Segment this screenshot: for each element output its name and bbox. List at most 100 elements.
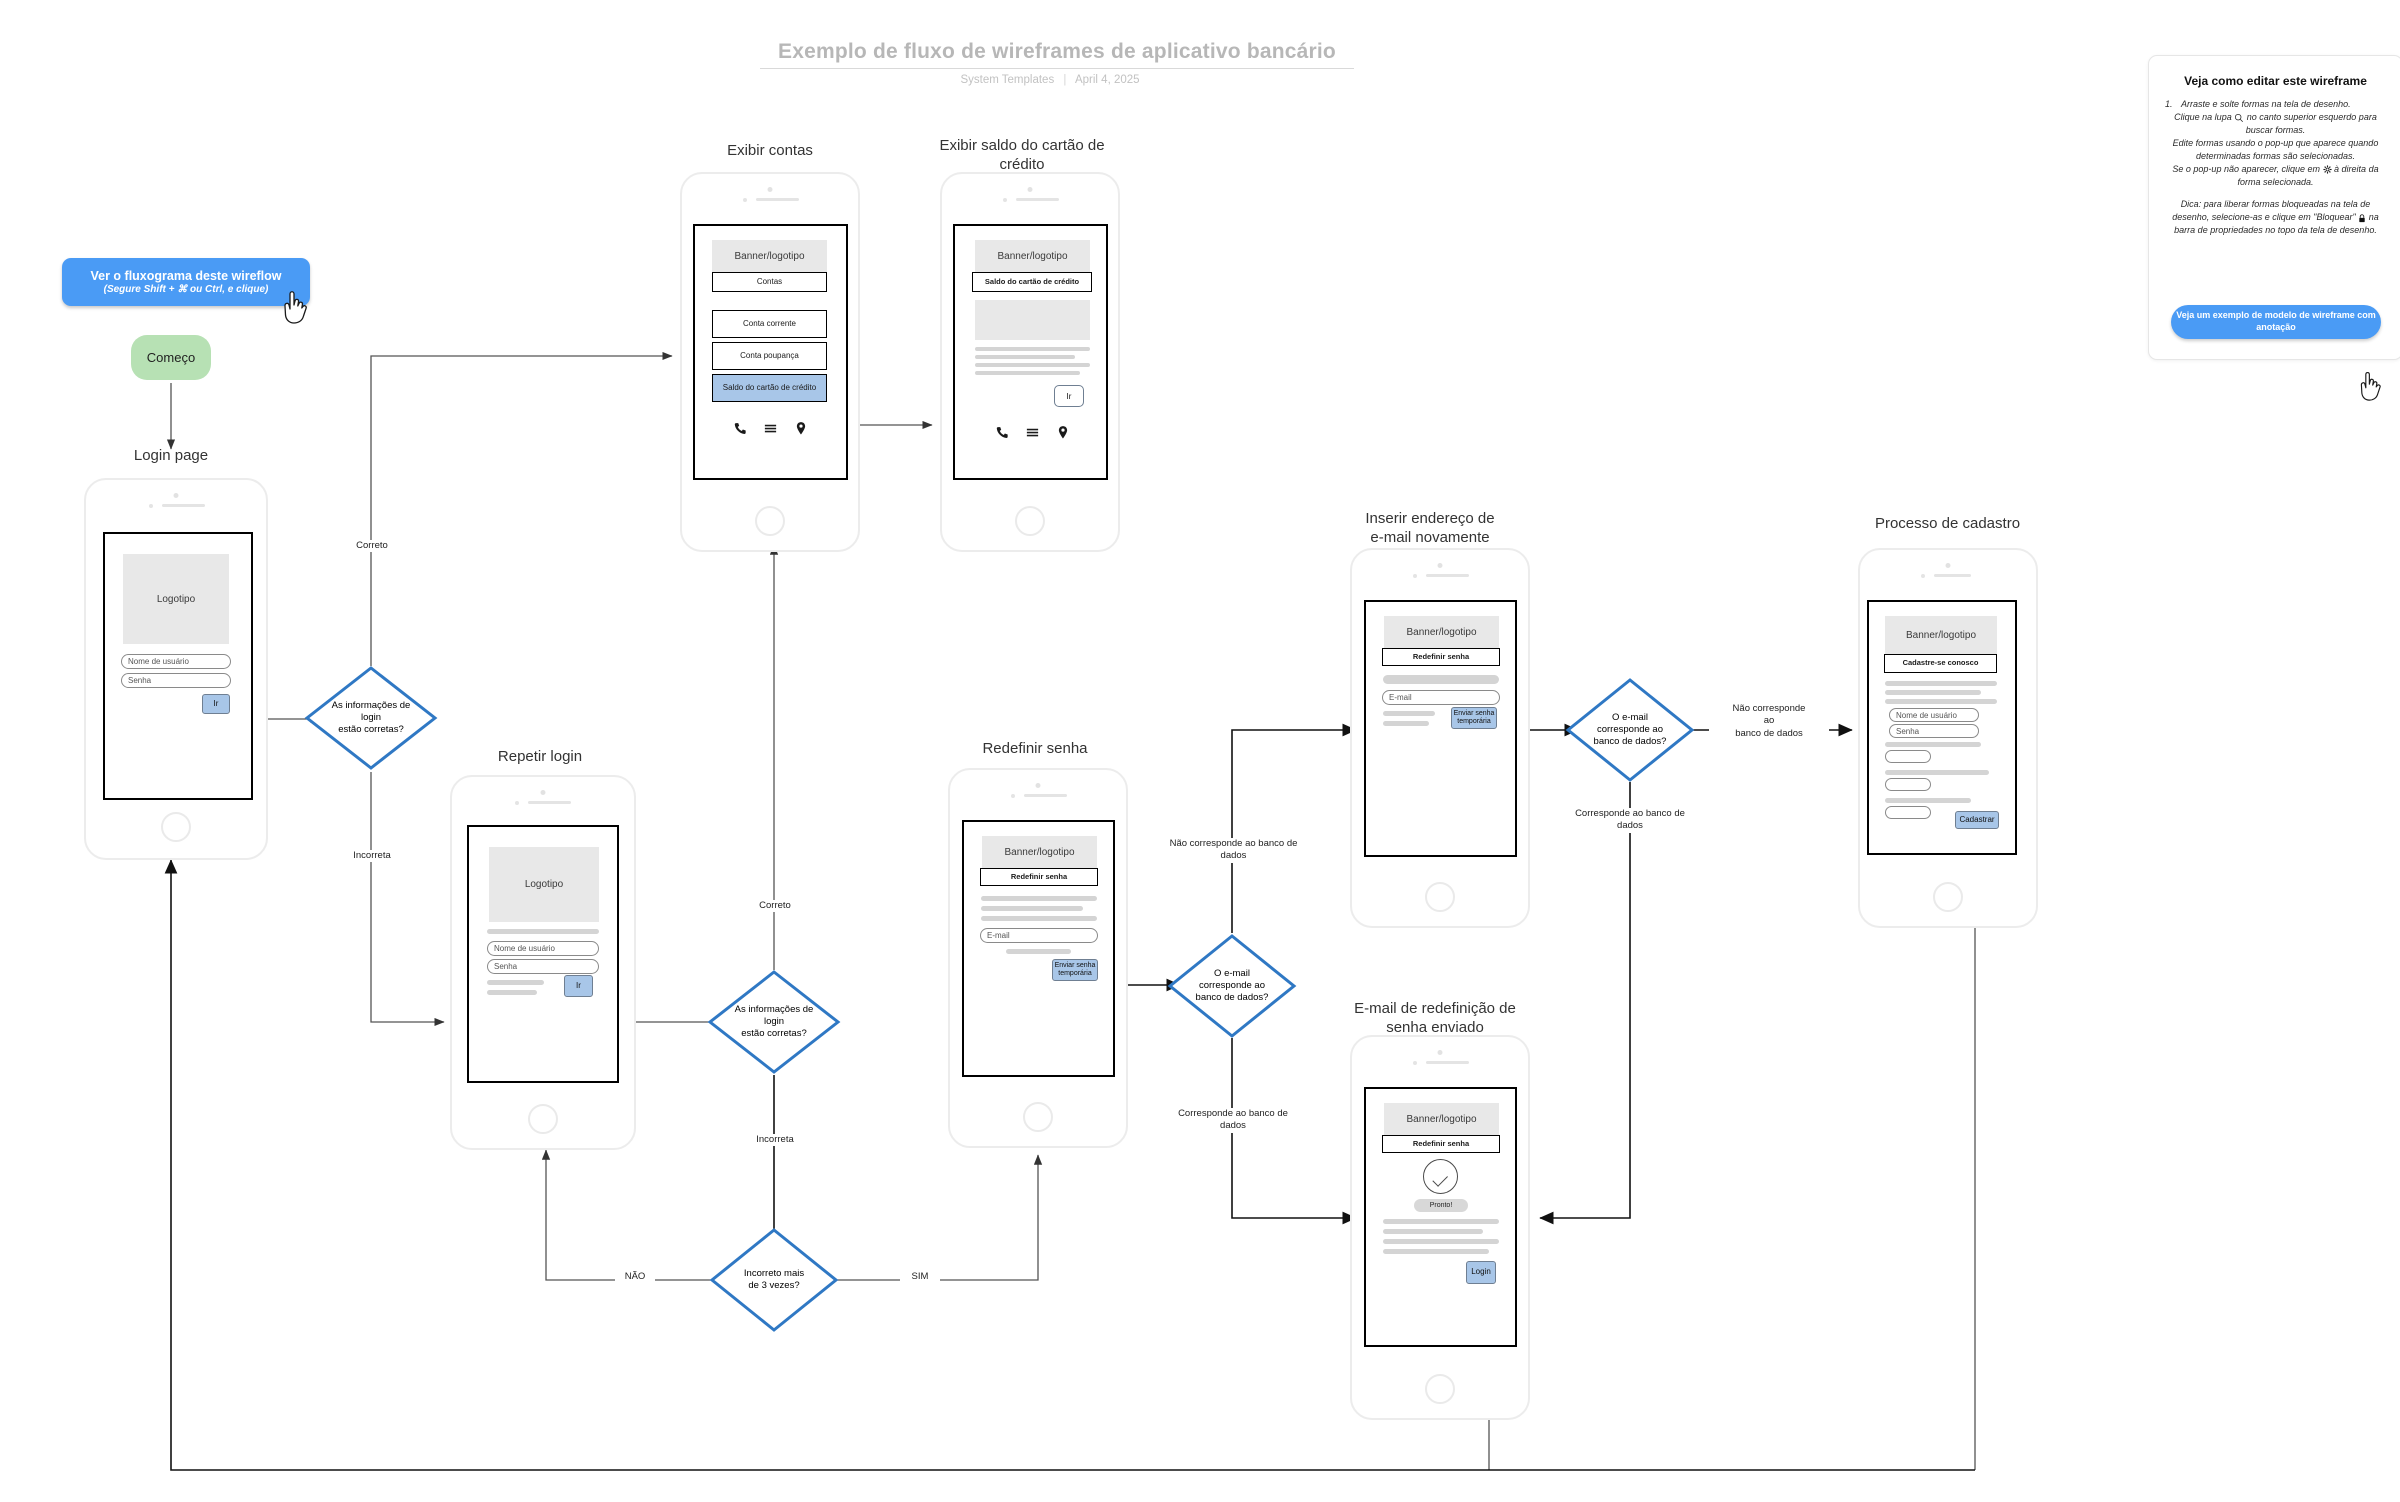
item-conta-poupanca[interactable]: Conta poupança [712,342,827,370]
password-field[interactable]: Senha [121,673,231,688]
home-button[interactable] [755,506,785,536]
decision-login-info-2[interactable]: As informações de login estão corretas? [706,968,842,1076]
register-button[interactable]: Cadastrar [1955,811,1999,829]
extra-field-3[interactable] [1885,806,1931,819]
sensor-dot-icon [1921,574,1925,578]
panel-body: 1. Arraste e solte formas na tela de des… [2165,98,2386,237]
cta-line-1: Ver o fluxograma deste wireflow [90,269,282,283]
speaker-grill-icon [528,801,571,804]
username-field[interactable]: Nome de usuário [1889,708,1979,722]
decision-label: As informações de login estão corretas? [734,1004,814,1039]
text-line [1885,690,1981,695]
bottom-nav [717,416,823,440]
view-flowchart-button[interactable]: Ver o fluxograma deste wireflow (Segure … [62,258,310,306]
location-pin-icon[interactable] [794,421,808,436]
go-button[interactable]: Ir [564,975,593,997]
check-circle-icon [1423,1159,1458,1194]
home-button[interactable] [528,1104,558,1134]
item-saldo-cartao-credito[interactable]: Saldo do cartão de crédito [712,374,827,402]
go-button[interactable]: Ir [1054,385,1084,407]
screen-content-exibir-saldo: Banner/logotipo Saldo do cartão de crédi… [953,224,1108,480]
decision-login-info-1[interactable]: As informações de login estão corretas? [303,664,439,772]
edge-label-incorreta-2: Incorreta [741,1134,809,1147]
extra-field-2[interactable] [1885,778,1931,791]
email-field[interactable]: E-mail [1382,690,1500,705]
panel-line-4b: à direita da forma selecionada. [2237,164,2379,188]
phone-processo-cadastro: Banner/logotipo Cadastre-se conosco Nome… [1858,548,2038,928]
text-line [975,355,1075,359]
username-field[interactable]: Nome de usuário [487,941,599,956]
login-button[interactable]: Login [1466,1261,1496,1284]
item-conta-corrente[interactable]: Conta corrente [712,310,827,338]
edge-label-incorreta-1: Incorreta [338,850,406,863]
speaker-grill-icon [756,198,799,201]
text-line [487,990,537,995]
decision-attempts[interactable]: Incorreto mais de 3 vezes? [708,1226,840,1334]
home-button[interactable] [161,812,191,842]
cta-line-2: (Segure Shift + ⌘ ou Ctrl, e clique) [103,284,269,295]
hand-pointer-icon [284,291,307,324]
menu-icon[interactable] [763,421,778,436]
banner-logo: Banner/logotipo [975,240,1090,272]
send-temp-password-button[interactable]: Enviar senha temporária [1451,707,1497,729]
logo-placeholder: Logotipo [123,554,229,644]
panel-line-2a: Clique na lupa [2174,112,2232,123]
search-icon [2235,113,2244,122]
text-line [1006,949,1071,954]
password-field[interactable]: Senha [1889,724,1979,738]
speaker-grill-icon [1426,1061,1469,1064]
screen-title-redefinir-senha: Redefinir senha [982,740,1088,757]
text-line [1885,798,1971,803]
camera-dot-icon [1035,783,1041,788]
phone-icon[interactable] [733,421,748,436]
text-line [1383,1219,1499,1224]
screen-title-login-page: Login page [133,447,209,464]
screen-title-exibir-contas: Exibir contas [727,142,813,159]
text-line [487,980,544,985]
camera-dot-icon [767,187,773,192]
location-pin-icon[interactable] [1056,425,1070,440]
text-line [1383,1239,1499,1244]
username-field[interactable]: Nome de usuário [121,654,231,669]
header-box-cadastre-se: Cadastre-se conosco [1884,654,1997,673]
phone-icon[interactable] [995,425,1010,440]
decision-label: As informações de login estão corretas? [331,700,411,735]
text-line [975,347,1090,351]
home-button[interactable] [1425,1374,1455,1404]
camera-dot-icon [1945,563,1951,568]
camera-dot-icon [1437,1050,1443,1055]
banner-logo: Banner/logotipo [712,240,827,272]
header-box-redefinir: Redefinir senha [1382,648,1500,666]
text-line [981,896,1097,901]
lock-icon [2359,213,2365,222]
document-subtitle: System Templates | April 4, 2025 [760,74,1340,86]
send-temp-password-button[interactable]: Enviar senha temporária [1052,959,1098,981]
phone-exibir-saldo: Banner/logotipo Saldo do cartão de crédi… [940,172,1120,552]
annotated-wireframe-example-button[interactable]: Veja um exemplo de modelo de wireframe c… [2171,305,2381,339]
screen-content-redefinir-senha: Banner/logotipo Redefinir senha E-mail E… [962,820,1115,1077]
menu-icon[interactable] [1025,425,1040,440]
home-button[interactable] [1425,882,1455,912]
sensor-dot-icon [1003,198,1007,202]
extra-field-1[interactable] [1885,750,1931,763]
sensor-dot-icon [743,198,747,202]
decision-label: O e-mail corresponde ao banco de dados? [1195,968,1269,1003]
text-line [1383,675,1499,684]
flow-start-node[interactable]: Começo [131,335,211,380]
home-button[interactable] [1933,882,1963,912]
gear-icon [2322,165,2332,174]
screen-content-repetir-login: Logotipo Nome de usuário Senha Ir [467,825,619,1083]
home-button[interactable] [1015,506,1045,536]
email-field[interactable]: E-mail [980,928,1098,943]
home-button[interactable] [1023,1102,1053,1132]
go-button[interactable]: Ir [202,694,230,714]
sensor-dot-icon [1413,1061,1417,1065]
decision-email-db-1[interactable]: O e-mail corresponde ao banco de dados? [1166,932,1298,1040]
header-box-redefinir: Redefinir senha [1382,1135,1500,1153]
sensor-dot-icon [1413,574,1417,578]
document-date: April 4, 2025 [1074,74,1140,86]
password-field[interactable]: Senha [487,959,599,974]
decision-label: O e-mail corresponde ao banco de dados? [1593,712,1667,747]
panel-step-text: Arraste e solte formas na tela de desenh… [2181,99,2351,109]
decision-email-db-2[interactable]: O e-mail corresponde ao banco de dados? [1564,676,1696,784]
